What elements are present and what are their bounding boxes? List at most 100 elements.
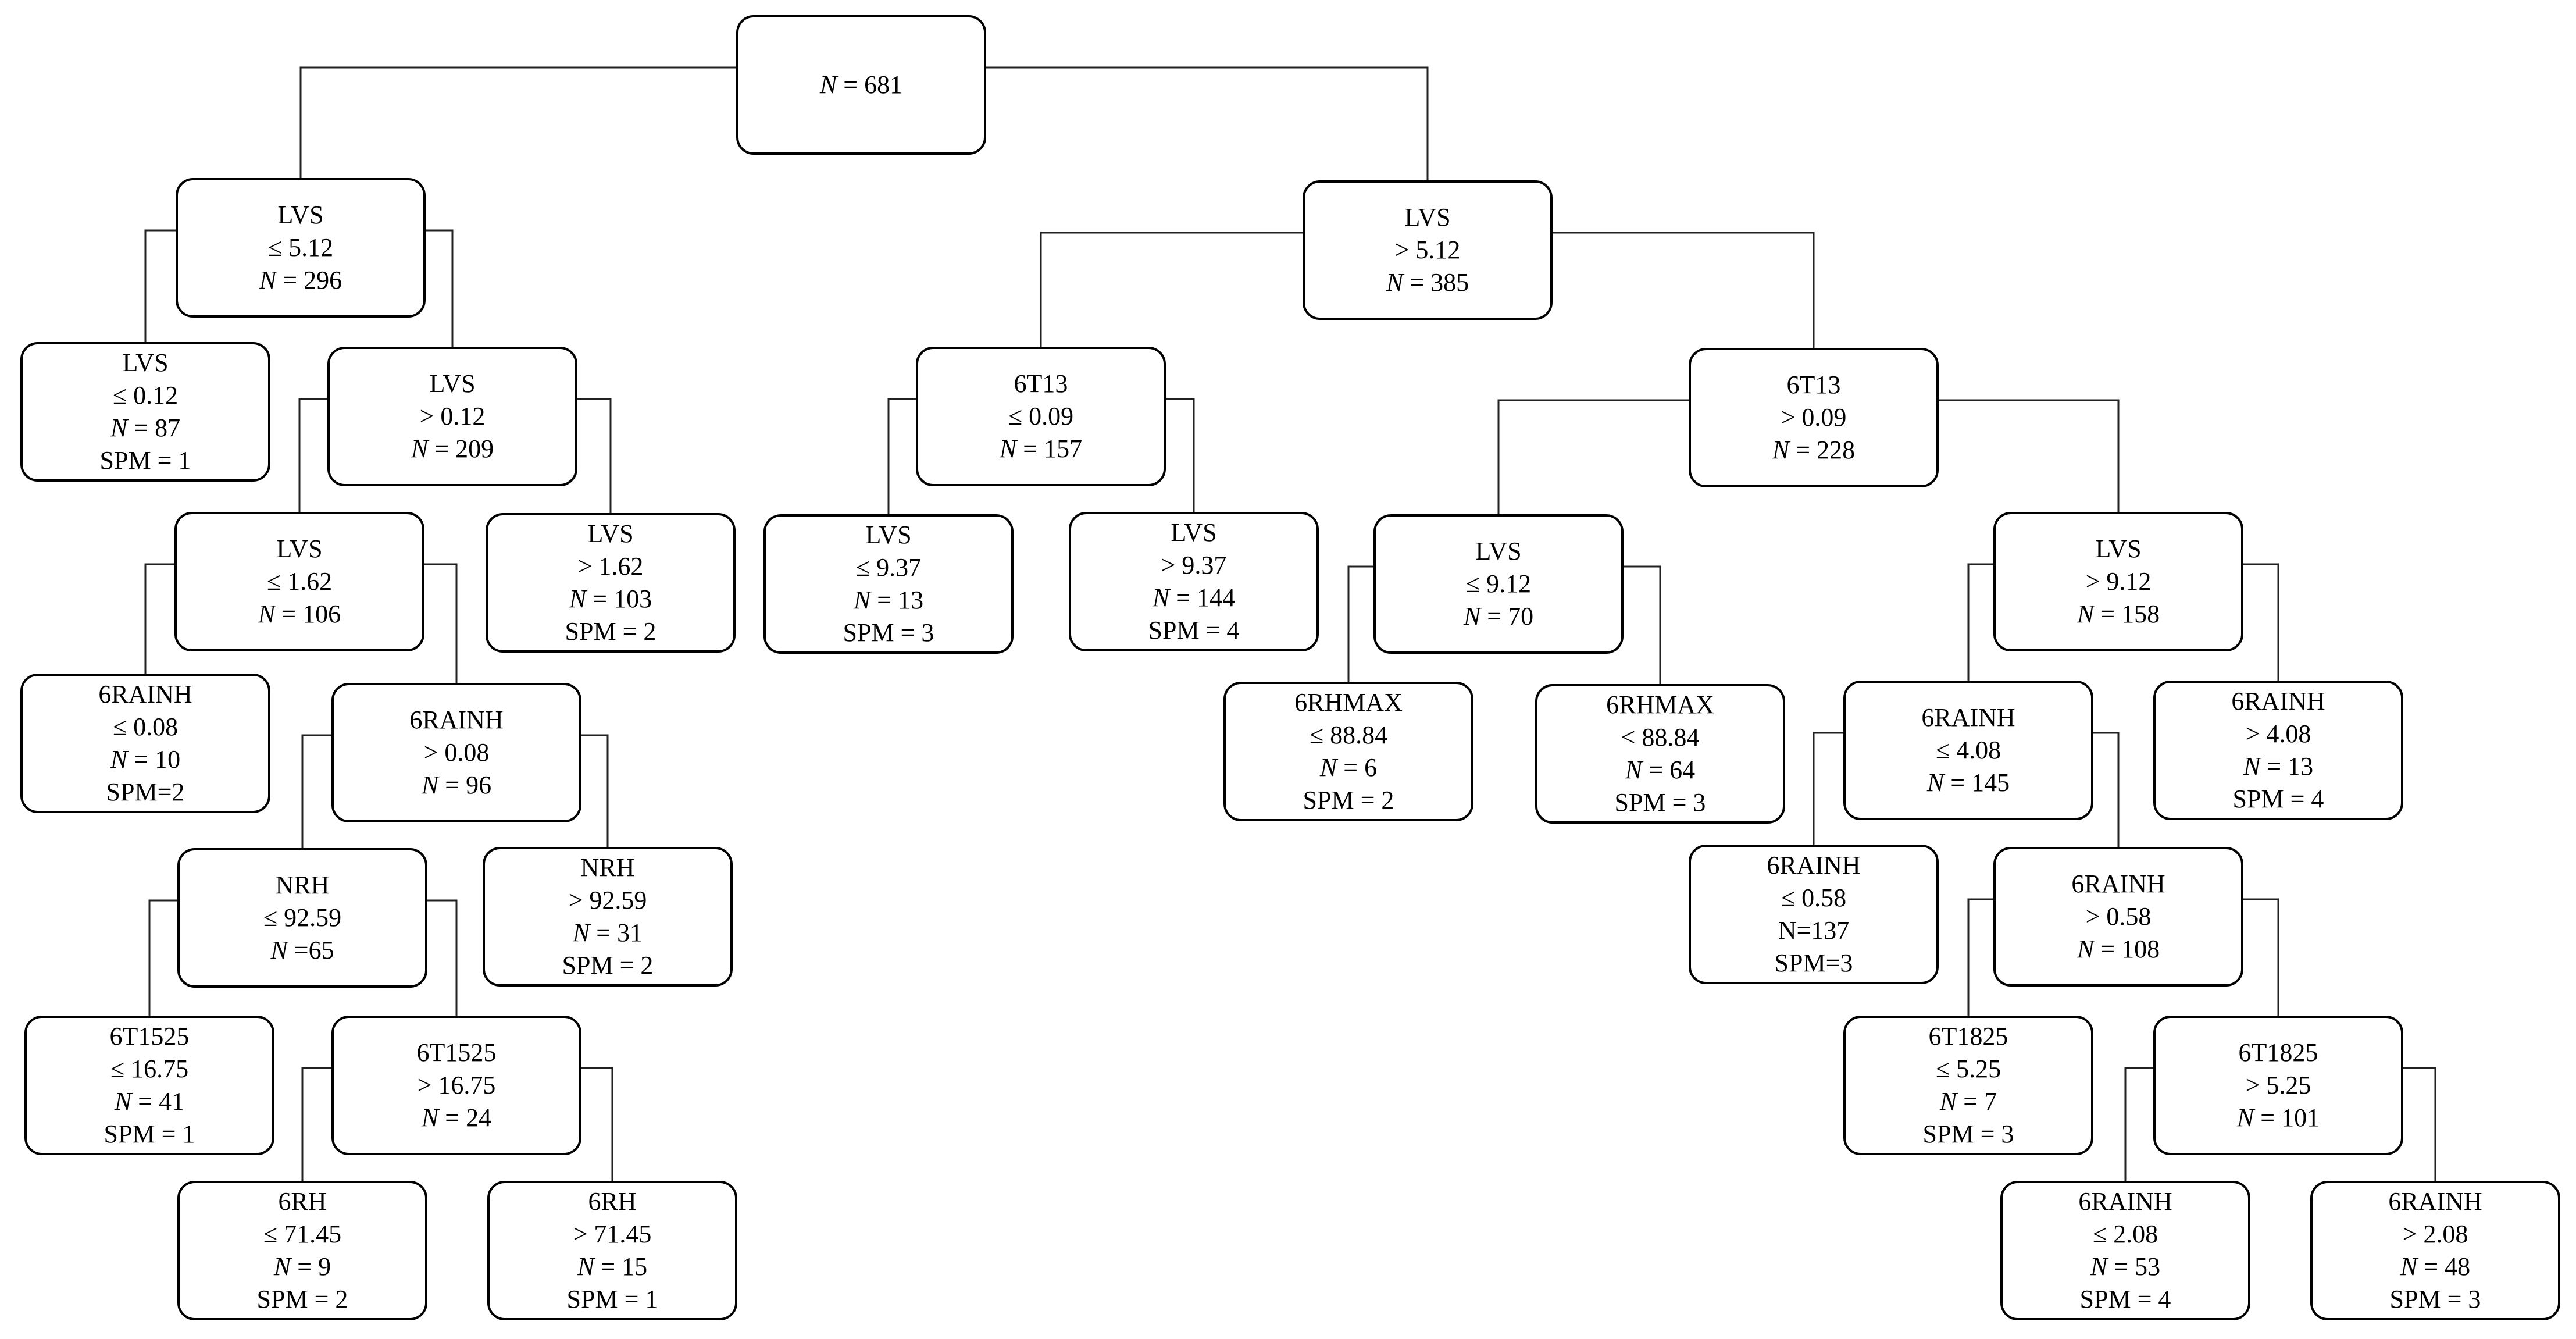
node-count: N = 209 (411, 435, 494, 463)
edge-n16-n20 (1939, 399, 2120, 512)
node-variable: 6T13 (1786, 371, 1841, 399)
node-count: N = 145 (1926, 768, 2010, 797)
node-condition: > 9.12 (2085, 567, 2152, 596)
node-spm: SPM = 1 (566, 1285, 658, 1313)
node-count: N = 64 (1625, 756, 1696, 784)
node-condition: ≤ 0.09 (1008, 402, 1074, 430)
node-variable: LVS (277, 201, 324, 229)
node-variable: 6RHMAX (1294, 688, 1403, 717)
node-condition: ≤ 88.84 (1309, 721, 1388, 749)
node-condition: > 92.59 (568, 886, 647, 914)
node-count: N = 13 (853, 586, 924, 614)
node-variable: LVS (122, 348, 169, 377)
edge-n0-n2 (986, 66, 1429, 180)
node-count: N = 41 (114, 1087, 185, 1116)
tree-node-n0: N = 681 (736, 15, 986, 155)
node-spm: SPM = 2 (565, 617, 657, 646)
edge-n20-n23 (1967, 563, 1993, 681)
edge-n9-n11 (148, 899, 177, 1016)
node-condition: ≤ 5.25 (1935, 1055, 2001, 1083)
edge-n8-n9 (301, 734, 331, 848)
node-count: N = 31 (572, 918, 643, 947)
node-count: N = 15 (577, 1252, 648, 1281)
edge-n1-n3 (144, 229, 176, 342)
node-count: N = 6 (1319, 753, 1378, 782)
edge-n15-n17 (887, 398, 916, 514)
node-variable: 6RAINH (1921, 703, 2015, 732)
node-condition: > 9.37 (1161, 551, 1227, 579)
node-condition: > 71.45 (573, 1220, 652, 1248)
node-count: N = 158 (2077, 600, 2160, 628)
node-condition: N=137 (1778, 916, 1850, 945)
node-count: N = 144 (1152, 583, 1236, 612)
node-variable: 6T1825 (2238, 1038, 2318, 1067)
node-variable: LVS (1171, 518, 1217, 547)
node-variable: 6T1525 (416, 1038, 497, 1067)
node-spm: SPM = 3 (1922, 1120, 2014, 1148)
node-condition: ≤ 0.08 (112, 713, 179, 741)
node-condition: ≤ 9.12 (1465, 569, 1532, 598)
node-spm: SPM = 4 (1148, 616, 1240, 644)
node-spm: SPM = 2 (562, 951, 654, 980)
node-count: N = 296 (259, 266, 342, 294)
node-variable: LVS (429, 369, 476, 398)
node-spm: SPM = 2 (1303, 786, 1394, 814)
tree-node-n1: LVS ≤ 5.12 N = 296 (176, 178, 426, 318)
edge-n1-n4 (426, 229, 454, 347)
node-count: N = 13 (2243, 752, 2314, 781)
node-condition: ≤ 1.62 (266, 567, 333, 596)
edge-n23-n25 (1813, 732, 1843, 845)
node-count: N = 108 (2077, 935, 2160, 963)
node-variable: 6RAINH (2231, 687, 2325, 715)
edge-n26-n28 (2243, 898, 2279, 1016)
node-count: N = 70 (1463, 602, 1534, 631)
tree-node-n23: 6RAINH ≤ 4.08 N = 145 (1843, 681, 2093, 820)
node-condition: > 1.62 (577, 552, 644, 581)
node-count: N = 103 (569, 585, 652, 613)
node-spm: SPM = 3 (843, 618, 934, 647)
node-condition: ≤ 71.45 (263, 1220, 342, 1248)
edge-n12-n14 (581, 1067, 613, 1181)
node-variable: 6RAINH (1767, 851, 1861, 879)
edge-n9-n12 (427, 899, 458, 1016)
node-variable: LVS (1404, 203, 1451, 232)
node-spm: SPM = 1 (99, 446, 191, 475)
node-count: N = 24 (421, 1103, 492, 1132)
edge-n16-n19 (1497, 399, 1689, 514)
node-variable: NRH (275, 871, 330, 899)
node-variable: 6RH (278, 1187, 327, 1216)
edge-n5-n8 (424, 563, 458, 683)
node-spm: SPM = 3 (1614, 788, 1706, 817)
tree-node-n21: 6RHMAX ≤ 88.84 N = 6 SPM = 2 (1223, 682, 1473, 821)
node-spm: SPM = 2 (256, 1285, 348, 1313)
node-condition: ≤ 4.08 (1935, 736, 2001, 764)
edge-n2-n15 (1040, 232, 1303, 347)
edge-n20-n24 (2243, 563, 2279, 681)
node-variable: 6RHMAX (1606, 690, 1714, 719)
node-condition: > 0.09 (1781, 403, 1847, 432)
edge-n12-n13 (301, 1067, 331, 1181)
node-condition: ≤ 5.12 (267, 233, 334, 262)
node-variable: 6T1525 (109, 1022, 190, 1050)
node-count: N = 53 (2090, 1252, 2161, 1281)
node-condition: ≤ 0.12 (112, 381, 179, 409)
edge-n28-n30 (2403, 1067, 2436, 1181)
edge-n4-n6 (577, 398, 612, 513)
node-variable: 6RAINH (409, 706, 504, 734)
edge-n28-n29 (2124, 1067, 2153, 1181)
